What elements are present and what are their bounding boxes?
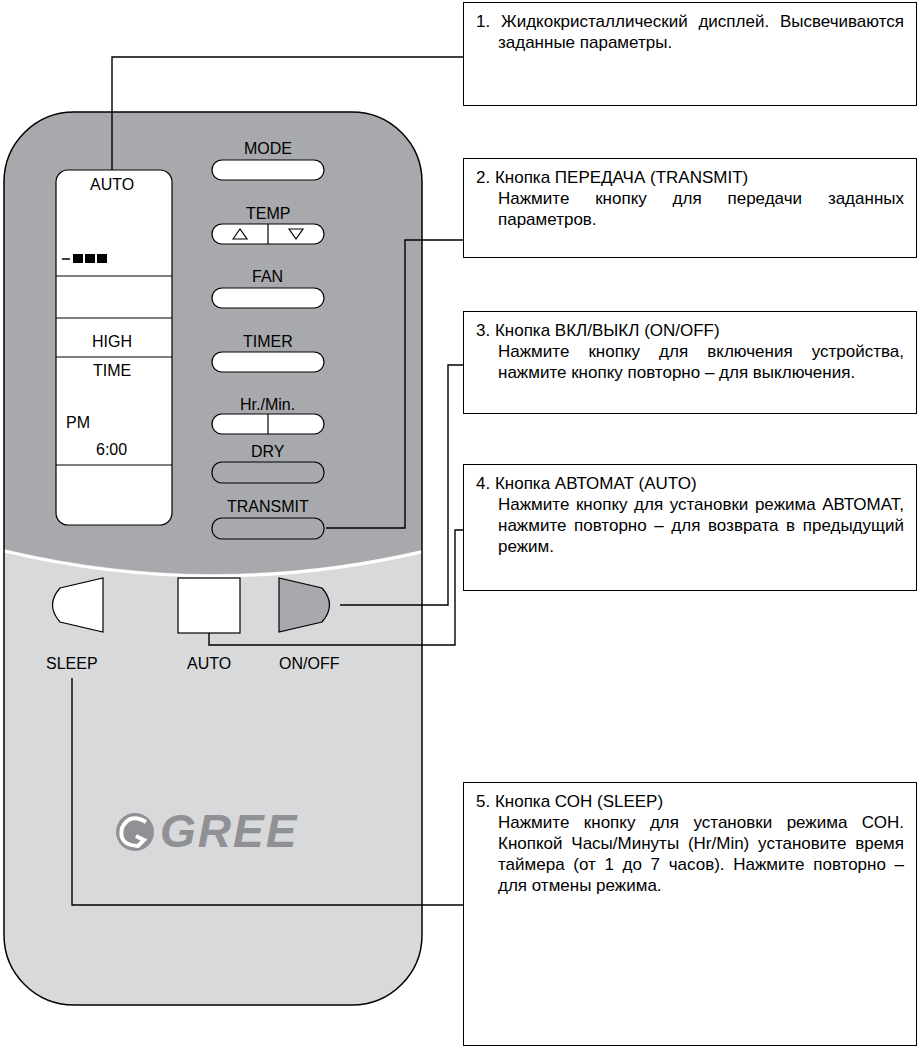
auto-button: [178, 578, 240, 633]
callout-heading: 1. Жидкокристаллический дисплей. Высвечи…: [498, 11, 904, 53]
gree-logo-icon: [116, 813, 154, 851]
button-label: AUTO: [187, 655, 231, 673]
callout-body: Нажмите кнопку для установки режима АВТО…: [498, 494, 904, 557]
mode-button: [212, 160, 324, 180]
display-fan-text: HIGH: [92, 333, 132, 351]
remote-outline: [4, 112, 422, 1005]
button-label: TIMER: [243, 333, 293, 351]
fan-bar-indicator: [62, 254, 107, 263]
display-ampm-text: PM: [66, 414, 90, 432]
temp-divider: [267, 224, 268, 244]
button-label: Hr./Min.: [240, 396, 295, 414]
temp-down-arrow: [289, 229, 303, 239]
callout-box: 2. Кнопка ПЕРЕДАЧА (TRANSMIT)Нажмите кно…: [463, 158, 917, 258]
callout-body: Нажмите кнопку для установки режима СОН.…: [498, 812, 904, 896]
hr-min-button: [212, 414, 324, 434]
panel-seam: [4, 550, 422, 576]
temp-button: [212, 224, 324, 244]
remote-top-panel: [4, 112, 422, 574]
leader-line: [326, 240, 463, 528]
callout-heading: 3. Кнопка ВКЛ/ВЫКЛ (ON/OFF): [498, 320, 904, 341]
leader-line: [340, 365, 463, 605]
fan-button: [212, 288, 324, 308]
callout-heading: 5. Кнопка СОН (SLEEP): [498, 791, 904, 812]
display-time-text: TIME: [93, 362, 131, 380]
dry-button: [212, 462, 324, 483]
button-label: MODE: [244, 140, 292, 158]
button-label: FAN: [252, 268, 283, 286]
leader-line: [72, 678, 463, 905]
hr-min-divider: [267, 414, 268, 434]
button-label: TEMP: [246, 205, 290, 223]
lcd-display: [56, 170, 172, 525]
display-mode-text: AUTO: [90, 176, 134, 194]
transmit-button: [212, 518, 324, 539]
callout-body: Нажмите кнопку для включения устройства,…: [498, 341, 904, 383]
callout-body: Нажмите кнопку для передачи заданных пар…: [498, 188, 904, 230]
callout-heading: 4. Кнопка АВТОМАТ (AUTO): [498, 473, 904, 494]
leader-line: [209, 530, 463, 645]
leader-lines: [72, 57, 463, 905]
callout-box: 4. Кнопка АВТОМАТ (AUTO)Нажмите кнопку д…: [463, 464, 917, 591]
leader-line: [112, 57, 463, 170]
callout-box: 1. Жидкокристаллический дисплей. Высвечи…: [463, 2, 917, 106]
callout-box: 5. Кнопка СОН (SLEEP)Нажмите кнопку для …: [463, 782, 917, 1046]
button-label: TRANSMIT: [227, 498, 309, 516]
callout-box: 3. Кнопка ВКЛ/ВЫКЛ (ON/OFF)Нажмите кнопк…: [463, 311, 917, 414]
button-label: ON/OFF: [279, 655, 339, 673]
on-off-button: [279, 578, 330, 632]
callout-heading: 2. Кнопка ПЕРЕДАЧА (TRANSMIT): [498, 167, 904, 188]
sleep-button: [53, 578, 104, 632]
button-label: SLEEP: [46, 655, 98, 673]
button-label: DRY: [251, 443, 285, 461]
timer-button: [212, 352, 324, 372]
display-dividers: [56, 276, 172, 465]
brand-logo: GREE: [160, 806, 298, 856]
temp-up-arrow: [233, 229, 247, 239]
display-clock-text: 6:00: [96, 441, 127, 459]
